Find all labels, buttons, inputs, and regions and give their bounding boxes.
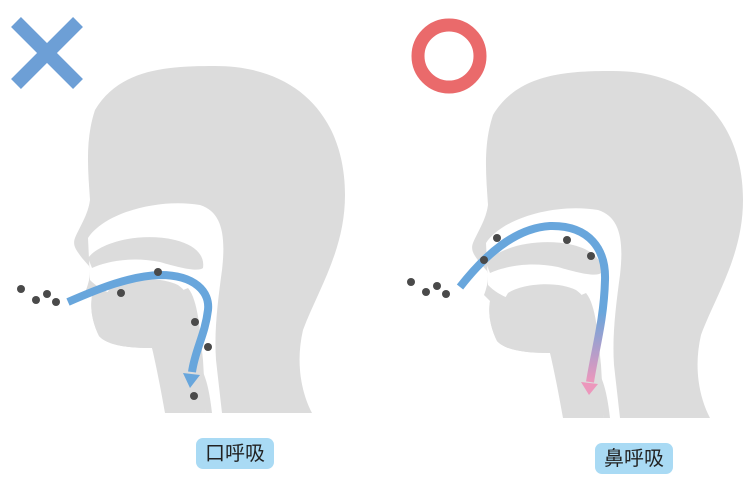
head-silhouette-nose	[472, 71, 743, 418]
airflow-arrow-mouth	[66, 270, 213, 373]
airflow-arrow-nose	[456, 221, 610, 383]
label-mouth-breathing: 口呼吸	[196, 438, 274, 469]
arrow-head-mouth	[183, 373, 200, 388]
label-nose-breathing: 鼻呼吸	[595, 443, 673, 474]
cross-icon	[11, 17, 83, 89]
arrow-head-nose	[581, 382, 598, 395]
circle-icon	[411, 18, 487, 94]
head-silhouette-mouth	[74, 66, 346, 413]
particles-nose	[407, 234, 595, 298]
particles-mouth	[17, 268, 212, 400]
